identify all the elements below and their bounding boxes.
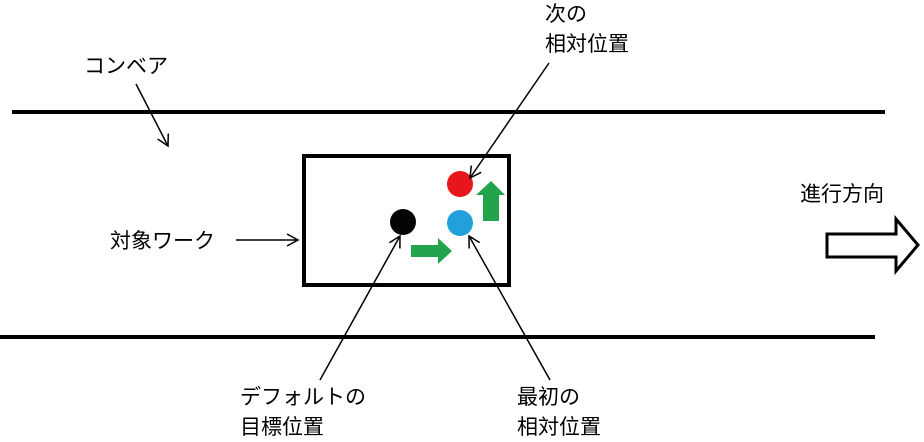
next-relative-label-line2: 相対位置 (545, 32, 629, 56)
default-target-label-line1: デフォルトの (240, 385, 366, 409)
conveyor-pointer-arrow (135, 83, 170, 148)
next-relative-pointer-arrow (469, 62, 550, 180)
next-relative-position-dot (447, 171, 473, 197)
direction-hollow-arrow-icon (825, 214, 920, 276)
next-relative-label-line1: 次の (545, 2, 587, 26)
default-target-pointer-arrow (319, 234, 401, 381)
workpiece-label: 対象ワーク (110, 229, 215, 253)
default-target-label-line2: 目標位置 (240, 415, 324, 439)
conveyor-label: コンベア (84, 54, 168, 78)
workpiece-box (302, 154, 511, 287)
first-relative-label-line1: 最初の (517, 385, 580, 409)
default-target-position-dot (390, 209, 416, 235)
first-relative-position-dot (447, 210, 473, 236)
first-relative-label-line2: 相対位置 (517, 415, 601, 439)
direction-label: 進行方向 (800, 182, 884, 206)
first-relative-pointer-arrow (468, 234, 551, 381)
green-right-arrow-icon (411, 238, 452, 264)
green-up-arrow-icon (476, 181, 505, 221)
